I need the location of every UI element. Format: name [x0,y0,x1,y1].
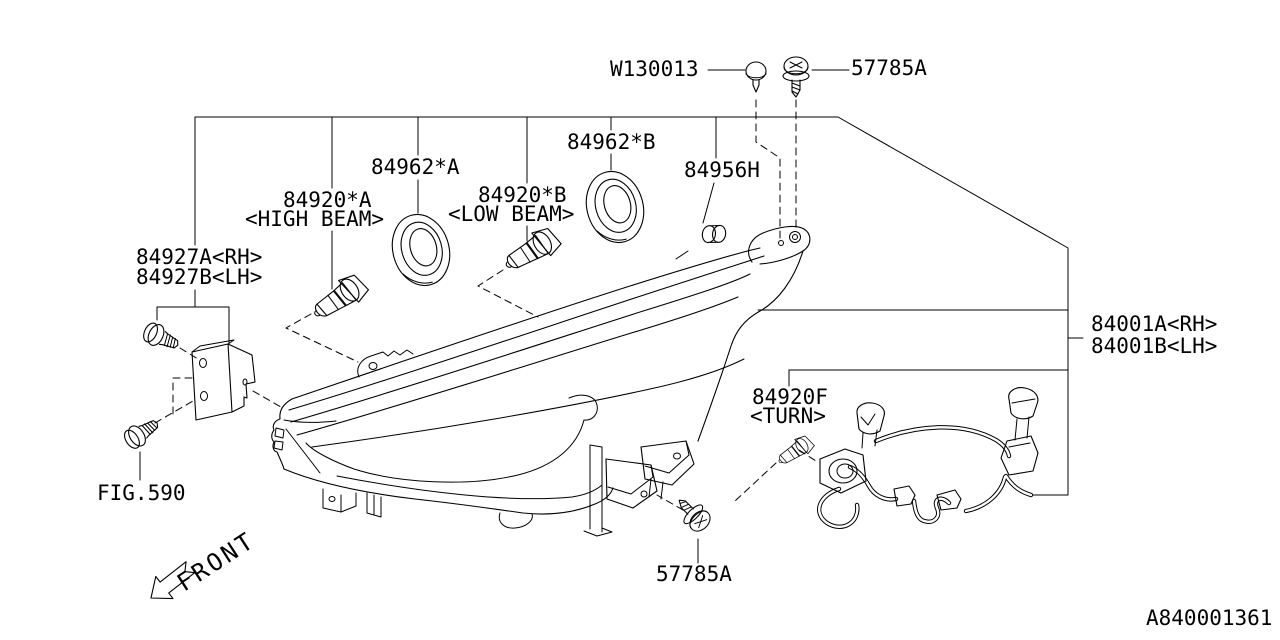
mounting-bracket-84927 [191,339,256,421]
callout-84927b-lh: 84927B<LH> [136,265,263,289]
callout-turn: <TURN> [750,404,826,428]
callout-84920a: 84920*A [283,188,372,212]
callout-57785a-bottom: 57785A [656,562,732,586]
diagram-number: A840001361 [1146,606,1273,630]
screw-57785A-bottom [669,490,716,537]
callout-57785a-top: 57785A [851,56,927,80]
callout-boundary-lines [194,116,1084,496]
clip-w130013 [745,61,767,93]
wiring-harness [817,387,1039,529]
leader-lines [139,69,850,564]
bracket-screw-lower [120,413,164,453]
seal-ring-84962A [383,207,459,293]
callout-high-beam: <HIGH BEAM> [245,207,385,231]
callout-84001b-lh: 84001B<LH> [1091,334,1218,358]
callout-84962a: 84962*A [371,155,460,179]
screw-57785A-top [782,56,810,98]
headlamp-assembly-drawing [271,225,811,537]
callout-w130013: W130013 [610,57,699,81]
callout-84920f: 84920F [752,385,828,409]
callout-fig-590: FIG.590 [97,481,186,505]
high-beam-bulb [306,269,372,327]
grommet-84956H [701,224,727,244]
front-direction-arrow [150,561,196,600]
callout-84001a-rh: 84001A<RH> [1091,312,1218,336]
callout-84927a-rh: 84927A<RH> [136,245,263,269]
callout-84920b: 84920*B [478,183,567,207]
dashed-pointer-lines [154,99,817,511]
callout-low-beam: <LOW BEAM> [448,202,575,226]
seal-ring-84962B [577,164,653,250]
callout-84962b: 84962*B [567,130,656,154]
front-label: FRONT [172,526,260,597]
low-beam-bulb [498,222,565,278]
turn-signal-bulb [773,431,817,470]
callout-84956h: 84956H [684,158,760,182]
bracket-screw-upper [139,319,183,356]
